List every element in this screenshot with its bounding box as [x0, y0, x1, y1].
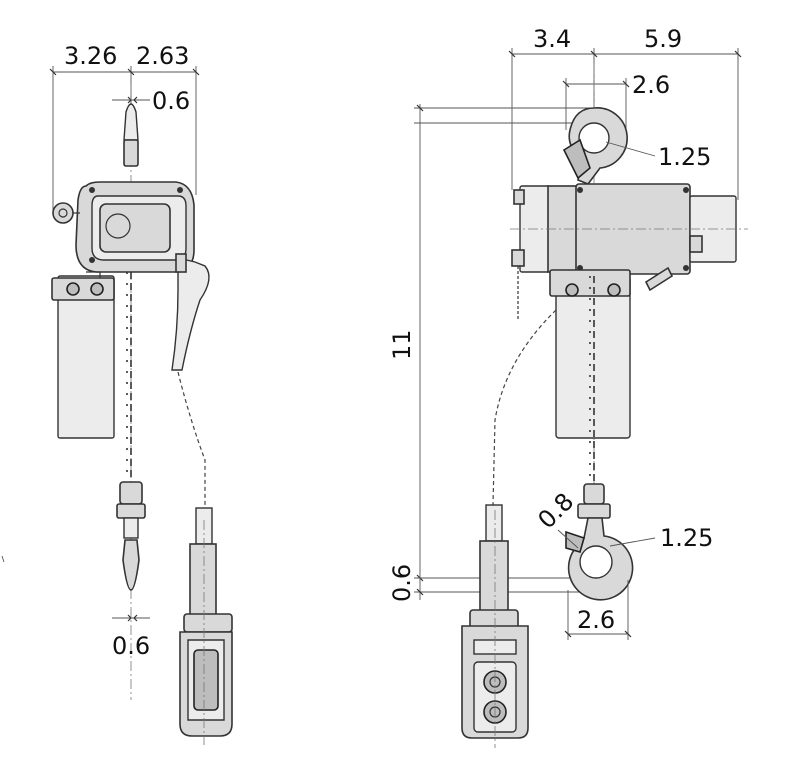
- side-housing: [510, 183, 748, 320]
- side-bottom-hook-radius-label: 1.25: [660, 524, 713, 552]
- front-top-hook-label: 0.6: [152, 87, 190, 115]
- front-housing: [52, 181, 195, 273]
- edge-tick: [1, 555, 5, 563]
- front-load-chain: [126, 272, 132, 480]
- front-right-width-label: 2.63: [136, 42, 189, 70]
- side-pendant: [461, 309, 557, 748]
- side-hook-throat-label: 0.8: [532, 487, 579, 534]
- front-bottom-hook-label: 0.6: [112, 632, 150, 660]
- side-top-hook-width-label: 2.6: [632, 71, 670, 99]
- side-total-height-label: 11: [388, 329, 416, 360]
- side-top-hook-radius-label: 1.25: [658, 143, 711, 171]
- front-left-width-label: 3.26: [64, 42, 117, 70]
- side-left-width-label: 3.4: [533, 25, 571, 53]
- side-view: 3.4 5.9 2.6 11 0.6: [388, 25, 748, 748]
- side-height-dimension: 11 0.6: [388, 104, 620, 602]
- side-right-width-label: 5.9: [644, 25, 682, 53]
- side-load-chain: [589, 276, 595, 482]
- front-width-dimensions: 3.26 2.63 0.6: [49, 42, 200, 210]
- side-chain-bag: [549, 266, 674, 439]
- front-view: 3.26 2.63 0.6: [49, 42, 233, 745]
- front-chain-bag: [51, 271, 115, 439]
- side-width-dimensions: 3.4 5.9 2.6: [508, 25, 742, 200]
- front-pendant: [171, 253, 233, 745]
- side-bottom-hook: 0.8 1.25 2.6: [532, 483, 713, 640]
- front-top-hook: [123, 85, 139, 700]
- side-bottom-gap-label: 0.6: [388, 564, 416, 602]
- side-bottom-hook-width-label: 2.6: [577, 606, 615, 634]
- front-bottom-hook: 0.6: [112, 481, 150, 660]
